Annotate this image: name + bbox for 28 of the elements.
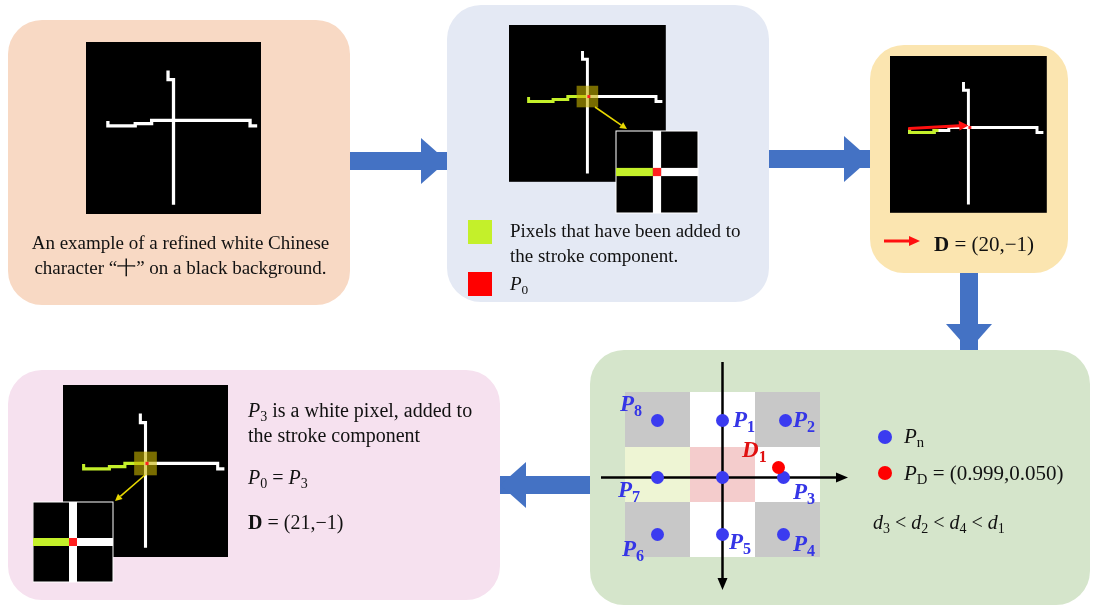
- description-text: P$_{3}$ is a white pixel, added to the stroke component: [248, 398, 474, 448]
- block-arrow: [946, 273, 992, 350]
- legend-text: P$_{D}$ = (0.999,0.050): [904, 461, 1065, 486]
- block-arrow: [350, 138, 447, 184]
- block-arrow: [500, 462, 590, 508]
- point-label: P$_{1}$: [733, 408, 756, 432]
- panel: [870, 45, 1068, 273]
- point-label: P$_{4}$: [793, 532, 816, 556]
- point-label: P$_{5}$: [729, 530, 752, 554]
- legend-text: D = (20,−1): [934, 232, 1036, 257]
- legend-text: Pixels that have been added to the stroke component.: [510, 219, 742, 268]
- panel: [8, 20, 350, 305]
- panel: [8, 370, 500, 600]
- description-text: P$_{0}$ = P$_{3}$: [248, 465, 309, 490]
- point-label: P$_{3}$: [793, 480, 816, 504]
- caption-text: An example of a refined white Chinese character “十” on a black background.: [30, 231, 331, 280]
- panel: [590, 350, 1090, 605]
- legend-text: P$_{n}$: [904, 424, 926, 449]
- block-arrow: [769, 136, 870, 182]
- point-label: P$_{6}$: [622, 537, 645, 561]
- description-text: D = (21,−1): [248, 510, 345, 535]
- point-label: P$_{7}$: [618, 478, 641, 502]
- panel: [447, 5, 769, 302]
- point-label: D$_{1}$: [742, 438, 767, 462]
- point-label: P$_{8}$: [620, 392, 643, 416]
- inequality-text: d$_{3}$ < d$_{2}$ < d$_{4}$ < d$_{1}$: [873, 510, 1005, 534]
- point-label: P$_{2}$: [793, 408, 816, 432]
- legend-text: P$_{0}$: [510, 272, 530, 296]
